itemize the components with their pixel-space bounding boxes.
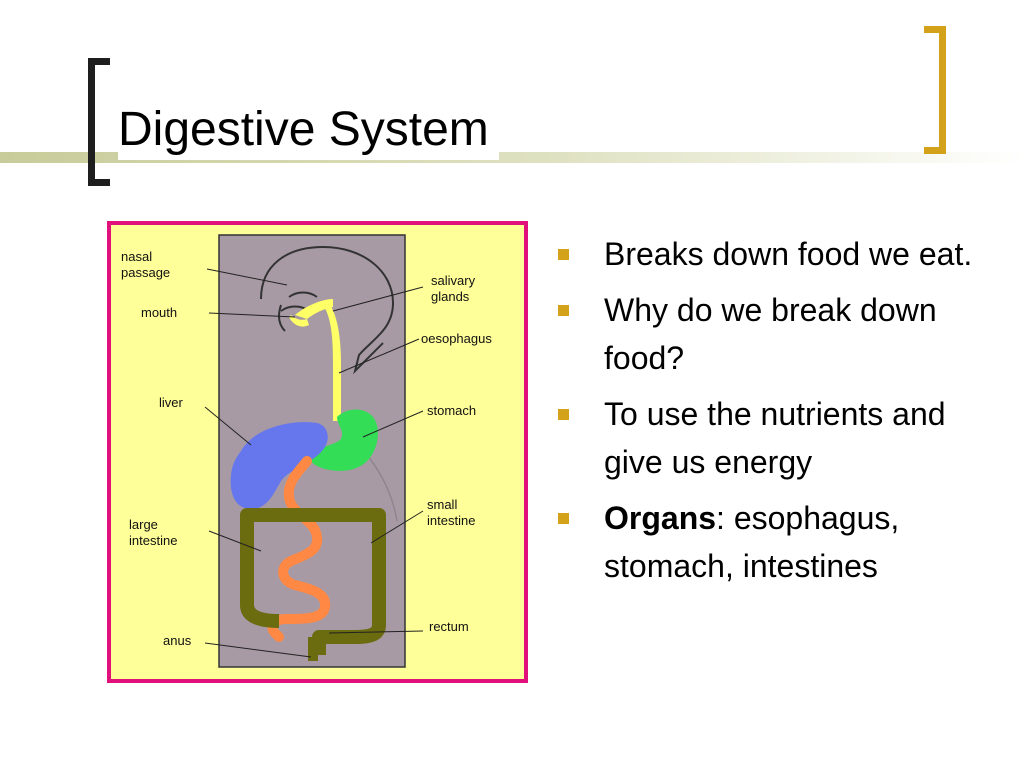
label-anus: anus [163, 633, 192, 648]
label-small-line1: small [427, 497, 457, 512]
label-nasal-line1: nasal [121, 249, 152, 264]
bullet-item: Why do we break down food? [556, 286, 996, 382]
bullet-text: Why do we break down food? [604, 292, 937, 376]
bullet-list: Breaks down food we eat. Why do we break… [556, 230, 996, 598]
bullet-item: Organs: esophagus, stomach, intestines [556, 494, 996, 590]
bullet-text: To use the nutrients and give us energy [604, 396, 946, 480]
label-small-line2: intestine [427, 513, 475, 528]
label-mouth: mouth [141, 305, 177, 320]
left-bracket-decoration [88, 58, 110, 186]
label-rectum: rectum [429, 619, 469, 634]
bullet-marker [558, 513, 569, 524]
label-large-line2: intestine [129, 533, 177, 548]
bullet-bold-term: Organs [604, 500, 716, 536]
label-salivary-line2: glands [431, 289, 470, 304]
right-bracket-decoration [924, 26, 946, 154]
bullet-item: To use the nutrients and give us energy [556, 390, 996, 486]
bullet-marker [558, 249, 569, 260]
label-stomach: stomach [427, 403, 476, 418]
bullet-text: Breaks down food we eat. [604, 236, 972, 272]
bullet-marker [558, 409, 569, 420]
label-salivary-line1: salivary [431, 273, 476, 288]
label-liver: liver [159, 395, 184, 410]
label-oesophagus: oesophagus [421, 331, 492, 346]
diagram-svg: nasal passage mouth salivary glands oeso… [111, 225, 524, 679]
digestive-system-diagram: nasal passage mouth salivary glands oeso… [107, 221, 528, 683]
label-large-line1: large [129, 517, 158, 532]
bullet-item: Breaks down food we eat. [556, 230, 996, 278]
bullet-marker [558, 305, 569, 316]
slide-title: Digestive System [118, 100, 499, 160]
label-nasal-line2: passage [121, 265, 170, 280]
